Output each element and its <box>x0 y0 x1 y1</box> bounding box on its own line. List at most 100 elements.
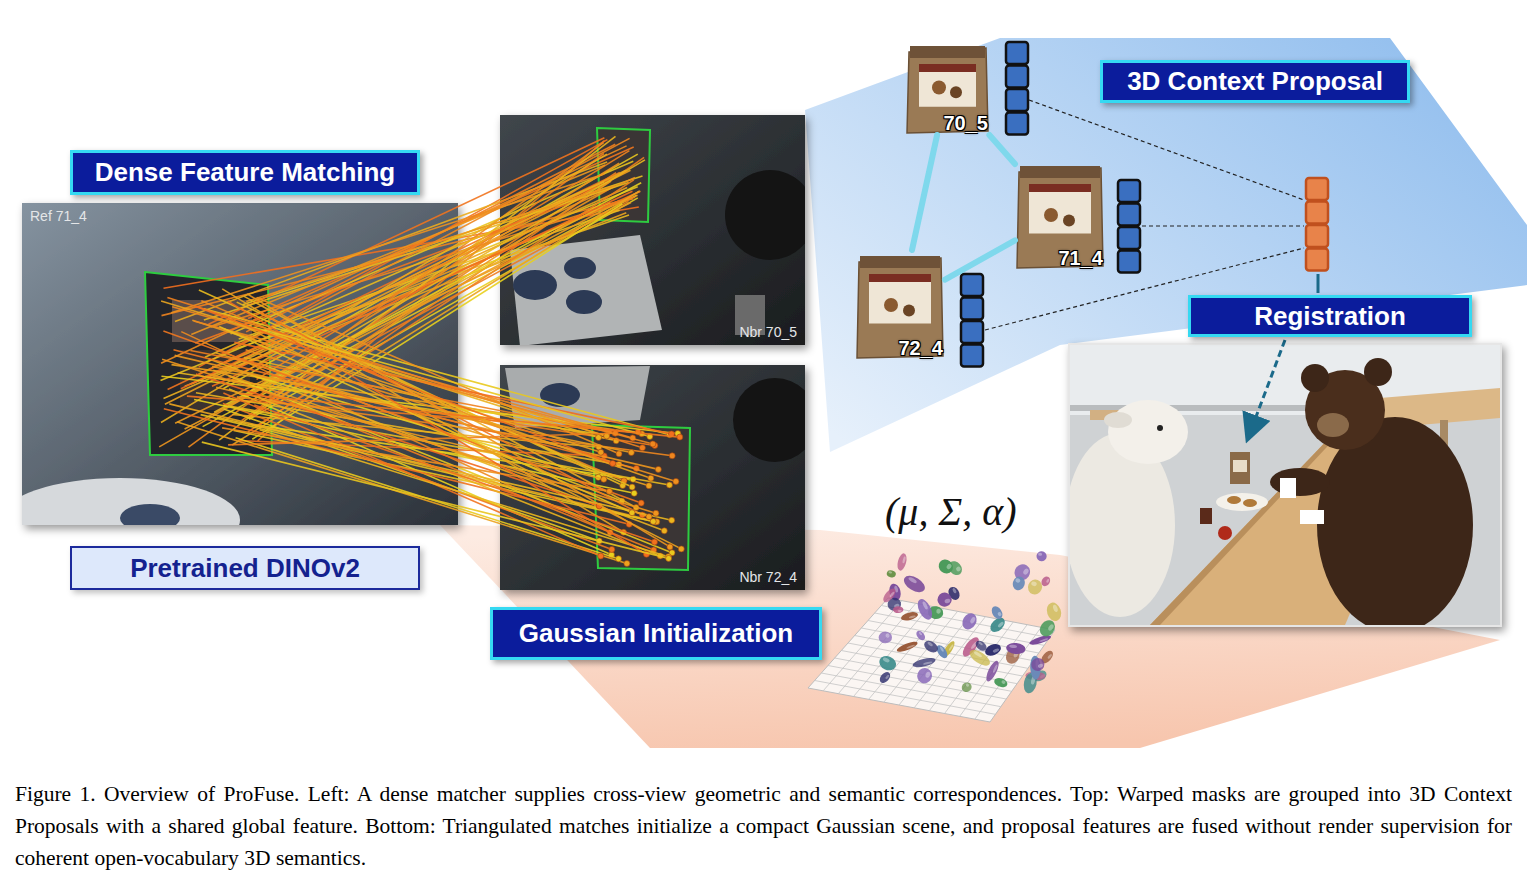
feature-vector <box>1118 204 1140 226</box>
gaussian-highlight <box>997 611 1002 616</box>
gaussian-ellipsoid <box>893 606 903 613</box>
scene-photo-content <box>1270 468 1330 496</box>
scene-photo-content <box>1243 499 1257 507</box>
proposal-id: 71_4 <box>1059 247 1104 270</box>
box-label: 3D Context Proposal <box>1127 66 1383 97</box>
ref-photo-content <box>120 504 180 525</box>
match-lines <box>159 136 684 566</box>
match-line <box>253 327 649 436</box>
gaussian-highlight <box>1015 578 1021 584</box>
gaussian-highlight <box>992 648 999 654</box>
nbr-photo-bottom-content <box>733 378 805 462</box>
gaussian-ellipsoid <box>912 656 937 669</box>
gaussian-ellipsoid <box>983 642 1002 658</box>
bag-picture <box>1063 215 1075 227</box>
gaussian-highlight <box>944 598 951 604</box>
grid-line <box>881 606 1049 638</box>
gaussian-highlight <box>1047 623 1055 631</box>
match-line <box>229 320 599 437</box>
match-point <box>616 451 622 457</box>
ref-photo-content <box>22 478 240 525</box>
match-line <box>211 199 633 327</box>
scene-photo-content <box>1280 478 1296 498</box>
feature-vector <box>961 345 983 367</box>
feature-vector <box>1006 66 1028 88</box>
match-line <box>247 294 670 547</box>
feature-vector <box>1006 89 1028 111</box>
gaussian-highlight <box>1001 680 1006 684</box>
feature-links <box>1142 225 1304 226</box>
global-feature-vector <box>1306 249 1328 271</box>
gaussian-highlight <box>969 616 976 624</box>
match-point <box>677 434 683 440</box>
feature-vector <box>1118 251 1140 273</box>
gaussian-highlight <box>952 588 957 594</box>
gaussian-ellipsoid <box>983 642 1002 658</box>
gaussian-ellipsoid <box>1044 601 1063 623</box>
bag-picture <box>932 81 946 95</box>
gaussian-ellipsoid <box>886 569 897 578</box>
match-point <box>601 476 607 482</box>
proposal-thumbnail: 72_4 <box>855 250 945 360</box>
gaussian-ellipsoid <box>922 638 940 655</box>
gaussian-ellipsoid <box>1044 601 1063 623</box>
match-line <box>194 321 653 444</box>
global-feature-vector <box>1306 202 1328 224</box>
grid-line <box>875 613 1044 645</box>
figure-caption: Figure 1. Overview of ProFuse. Left: A d… <box>15 778 1512 874</box>
gaussian-highlight <box>906 644 915 649</box>
gaussian-ellipsoid <box>990 604 1005 621</box>
gaussian-ellipsoid <box>896 552 908 571</box>
bag-picture <box>919 64 976 72</box>
gaussian-ellipsoid <box>878 631 892 643</box>
gaussian-ellipsoid <box>993 676 1009 688</box>
bag-picture <box>869 274 931 324</box>
gaussian-highlight <box>925 671 932 678</box>
match-line <box>222 428 609 492</box>
match-line <box>239 394 680 437</box>
feature-vector <box>1118 180 1140 202</box>
gaussian-ellipsoid <box>881 586 898 604</box>
match-point <box>646 514 652 520</box>
gaussian-ellipsoid <box>878 670 892 685</box>
scene-photo-content <box>1200 508 1212 524</box>
match-point <box>598 449 604 455</box>
scene-photo-frame <box>1069 344 1501 626</box>
nbr-photo-top-content <box>510 235 662 345</box>
bag-thumbnails <box>857 46 1103 358</box>
label-box: 3D Context Proposal <box>1100 60 1410 103</box>
match-line <box>228 406 670 485</box>
match-point <box>667 544 673 550</box>
proposal-thumbnail: 71_4 <box>1015 160 1105 270</box>
feature-links <box>1029 100 1304 200</box>
match-point <box>673 478 679 484</box>
gaussian-ellipsoid <box>1026 577 1044 596</box>
gaussian-highlight <box>939 646 944 652</box>
scene-photo-content <box>1157 425 1163 431</box>
gaussian-ellipsoid <box>935 590 953 608</box>
global-feature-vector <box>1306 225 1328 247</box>
gaussian-ellipsoid <box>936 557 956 577</box>
bag-picture <box>910 46 985 58</box>
box-label: Registration <box>1254 301 1406 332</box>
bag-picture <box>1029 184 1091 234</box>
gaussian-highlight <box>882 657 890 663</box>
match-point <box>628 450 634 456</box>
gaussian-ellipsoid <box>877 654 898 673</box>
gaussian-ellipsoid <box>1011 575 1027 592</box>
gaussian-ellipsoid <box>1006 642 1026 655</box>
gaussian-ellipsoid <box>878 670 892 685</box>
gaussian-highlight <box>1031 581 1038 587</box>
scene-photo-content <box>1227 496 1241 504</box>
match-line <box>260 430 669 557</box>
gaussian-ellipsoid <box>915 597 935 622</box>
gaussian-ellipsoid <box>960 681 974 694</box>
gaussian-ellipsoid <box>960 611 980 632</box>
gaussian-ellipsoid <box>1029 656 1046 673</box>
label-box: Registration <box>1188 295 1472 337</box>
gaussian-ellipsoid <box>960 681 974 694</box>
bag-picture <box>950 86 962 98</box>
bag-picture <box>903 305 915 317</box>
gaussian-ellipsoid <box>1036 551 1047 562</box>
match-line <box>201 415 654 522</box>
